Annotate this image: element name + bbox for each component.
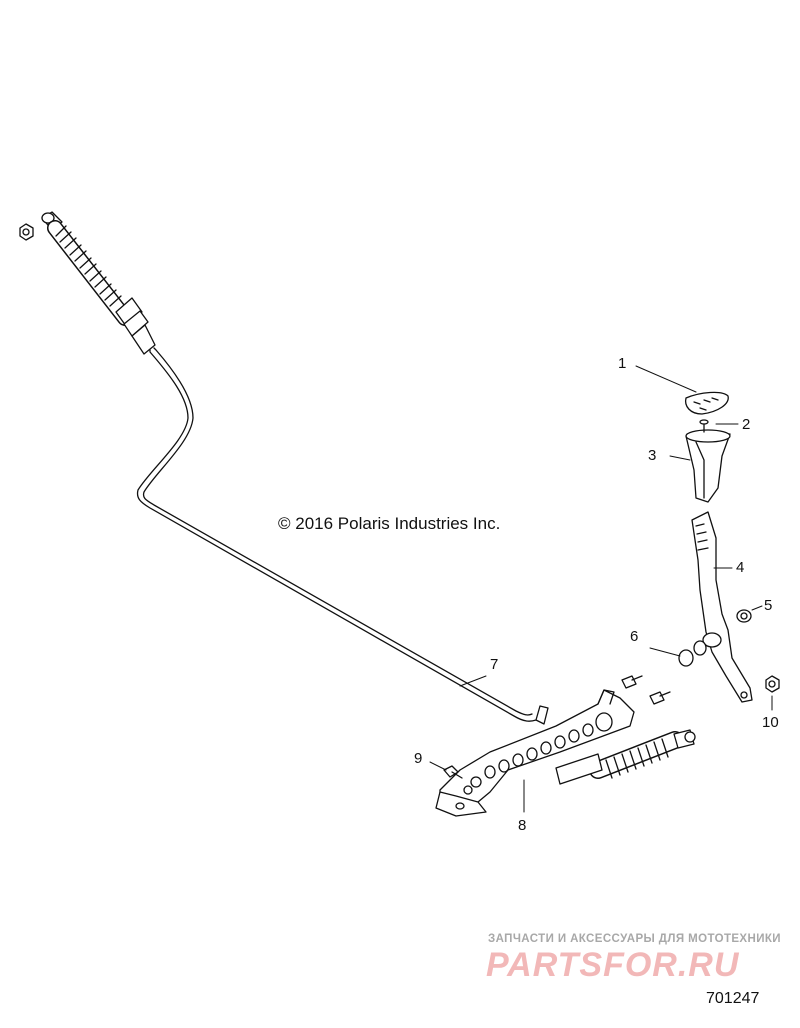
shift-knob	[685, 429, 731, 503]
callout-labels: 1 2 3 4 5 6 7 8 9 10	[414, 355, 779, 834]
callout-7: 7	[490, 656, 498, 673]
watermark-tagline: ЗАПЧАСТИ И АКСЕССУАРЫ ДЛЯ МОТОТЕХНИКИ	[488, 933, 781, 945]
copyright-notice: © 2016 Polaris Industries Inc.	[278, 514, 501, 533]
screw	[699, 419, 709, 433]
bracket-bolts	[621, 675, 671, 705]
shift-cable	[41, 211, 696, 785]
bolt	[443, 765, 463, 779]
callout-6: 6	[630, 628, 638, 645]
shift-knob-cap	[684, 391, 729, 415]
callout-8: 8	[518, 817, 526, 834]
callout-5: 5	[764, 597, 772, 614]
cable-bracket	[435, 689, 635, 817]
leader-lines	[429, 365, 773, 813]
shift-lever	[691, 511, 753, 703]
callout-4: 4	[736, 559, 744, 576]
callout-9: 9	[414, 750, 422, 767]
callout-10: 10	[762, 714, 779, 731]
watermark-logo: PARTSFOR.RU	[486, 946, 740, 984]
bushing	[736, 609, 752, 623]
nut	[765, 675, 780, 693]
callout-3: 3	[648, 447, 656, 464]
cable-end-nut	[19, 223, 34, 241]
figure-number: 701247	[706, 990, 760, 1007]
e-clip	[678, 640, 707, 667]
callout-1: 1	[618, 355, 626, 372]
callout-2: 2	[742, 416, 750, 433]
